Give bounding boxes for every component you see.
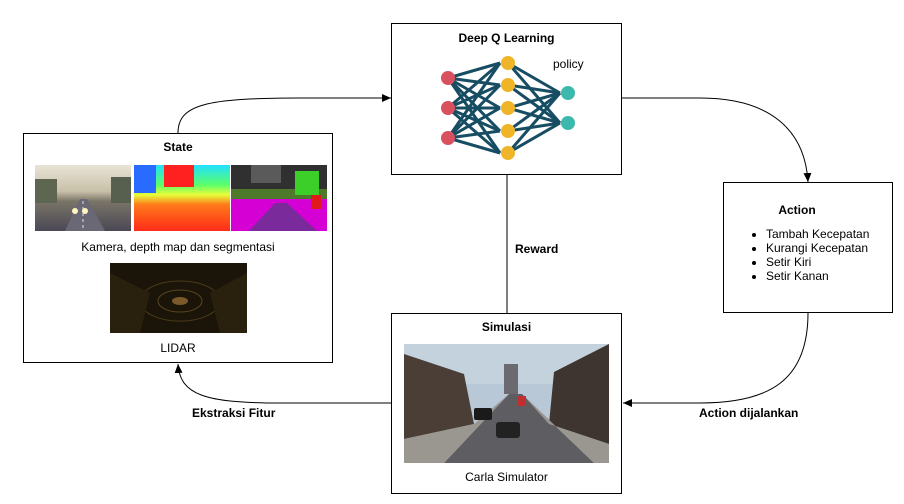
segmentation-image — [231, 165, 327, 231]
lidar-caption: LIDAR — [160, 341, 196, 355]
neural-network-diagram — [441, 56, 575, 160]
nn-connection — [447, 136, 501, 155]
nn-connection — [446, 76, 502, 133]
nn-connection — [447, 76, 501, 87]
nn-connection — [506, 92, 562, 154]
lidar-image — [110, 263, 247, 333]
nn-connection — [507, 106, 561, 125]
depth-map-image — [134, 165, 230, 231]
simulasi-title: Simulasi — [481, 320, 532, 334]
nn-input-node — [441, 101, 455, 115]
carla-simulator-image — [404, 344, 609, 463]
action-dijalankan-label: Action dijalankan — [699, 406, 799, 420]
camera-road-icon — [35, 177, 131, 231]
nn-connection — [507, 121, 561, 155]
arrow-state-to-dql — [177, 94, 391, 134]
arrow-action-to-simulasi — [623, 312, 809, 407]
nn-connection — [506, 62, 562, 124]
depth-sky-icon — [134, 165, 194, 193]
nn-input-node — [441, 71, 455, 85]
nn-hidden-node — [501, 78, 515, 92]
lidar-scan-icon — [110, 273, 247, 333]
camera-caption: Kamera, depth map dan segmentasi — [81, 240, 275, 254]
action-item-setir-kanan: Setir Kanan — [766, 269, 869, 283]
nn-connection — [507, 91, 561, 133]
action-title: Action — [778, 203, 816, 217]
nn-input-node — [441, 131, 455, 145]
nn-connection — [447, 76, 501, 110]
nn-connection — [447, 106, 501, 140]
ekstraksi-fitur-label: Ekstraksi Fitur — [192, 406, 276, 420]
nn-hidden-node — [501, 124, 515, 138]
state-title: State — [163, 140, 193, 154]
policy-label: policy — [553, 57, 584, 71]
nn-hidden-node — [501, 146, 515, 160]
state-box: State Kamera, depth map dan segmentasi — [23, 133, 333, 363]
action-item-kurangi-kecepatan: Kurangi Kecepatan — [766, 241, 869, 255]
nn-connection — [447, 129, 501, 140]
camera-image — [35, 165, 131, 231]
nn-connection — [507, 91, 561, 110]
action-list: Tambah Kecepatan Kurangi Kecepatan Setir… — [748, 227, 869, 283]
nn-connection — [507, 121, 561, 133]
arrow-dql-to-action — [622, 97, 812, 183]
nn-connection — [507, 61, 561, 95]
nn-connection — [447, 61, 501, 110]
nn-nodes — [441, 56, 575, 160]
nn-connection — [507, 83, 561, 125]
nn-edges — [446, 61, 562, 155]
nn-connection — [447, 83, 501, 110]
dql-box: Deep Q Learning policy — [391, 23, 622, 175]
dql-title: Deep Q Learning — [458, 31, 555, 45]
nn-connection — [507, 83, 561, 95]
action-item-setir-kiri: Setir Kiri — [766, 255, 869, 269]
nn-connection — [446, 83, 502, 140]
simulasi-box: Simulasi Carla Simulator — [391, 313, 622, 494]
nn-connection — [447, 106, 501, 155]
nn-hidden-node — [501, 56, 515, 70]
nn-connection — [447, 106, 501, 133]
nn-connection — [446, 62, 502, 139]
segmentation-scene-icon — [231, 165, 327, 231]
action-box: Action Tambah Kecepatan Kurangi Kecepata… — [723, 182, 893, 313]
nn-connection — [447, 61, 501, 80]
nn-connection — [446, 77, 502, 154]
nn-output-node — [561, 86, 575, 100]
action-item-tambah-kecepatan: Tambah Kecepatan — [766, 227, 869, 241]
nn-output-node — [561, 116, 575, 130]
city-street-icon — [404, 344, 609, 463]
nn-hidden-node — [501, 101, 515, 115]
reward-label: Reward — [515, 242, 559, 256]
simulasi-caption: Carla Simulator — [465, 470, 548, 484]
arrow-simulasi-to-state — [174, 363, 391, 404]
